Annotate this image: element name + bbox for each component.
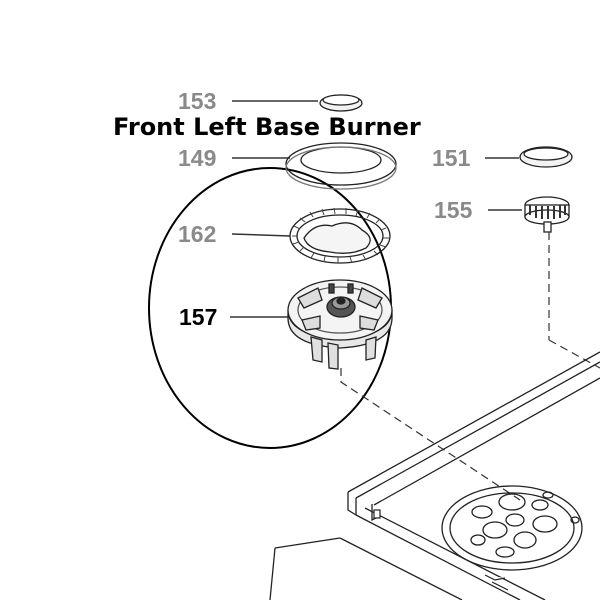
- leader-lines: [230, 100, 522, 318]
- callout-151[interactable]: 151: [432, 145, 471, 171]
- part-155-burner-head: [524, 196, 570, 233]
- part-157-burner-base: [287, 279, 393, 370]
- cooktop-burner-plate: [441, 485, 583, 571]
- axis-lines: [340, 232, 600, 501]
- part-149-burner-ring: [285, 142, 397, 190]
- cooktop-frame: [269, 351, 600, 600]
- callout-162[interactable]: 162: [178, 221, 217, 247]
- part-162-burner-crown: [289, 207, 391, 264]
- callout-157[interactable]: 157: [179, 304, 218, 330]
- callout-153[interactable]: 153: [178, 88, 217, 114]
- callout-149[interactable]: 149: [178, 145, 217, 171]
- leader-162: [231, 233, 291, 237]
- callout-155[interactable]: 155: [434, 197, 473, 223]
- part-153-burner-cap: [319, 94, 363, 112]
- part-151-small-cap: [519, 146, 573, 168]
- diagram-title: Front Left Base Burner: [113, 113, 421, 141]
- frame-hardware: [373, 509, 509, 591]
